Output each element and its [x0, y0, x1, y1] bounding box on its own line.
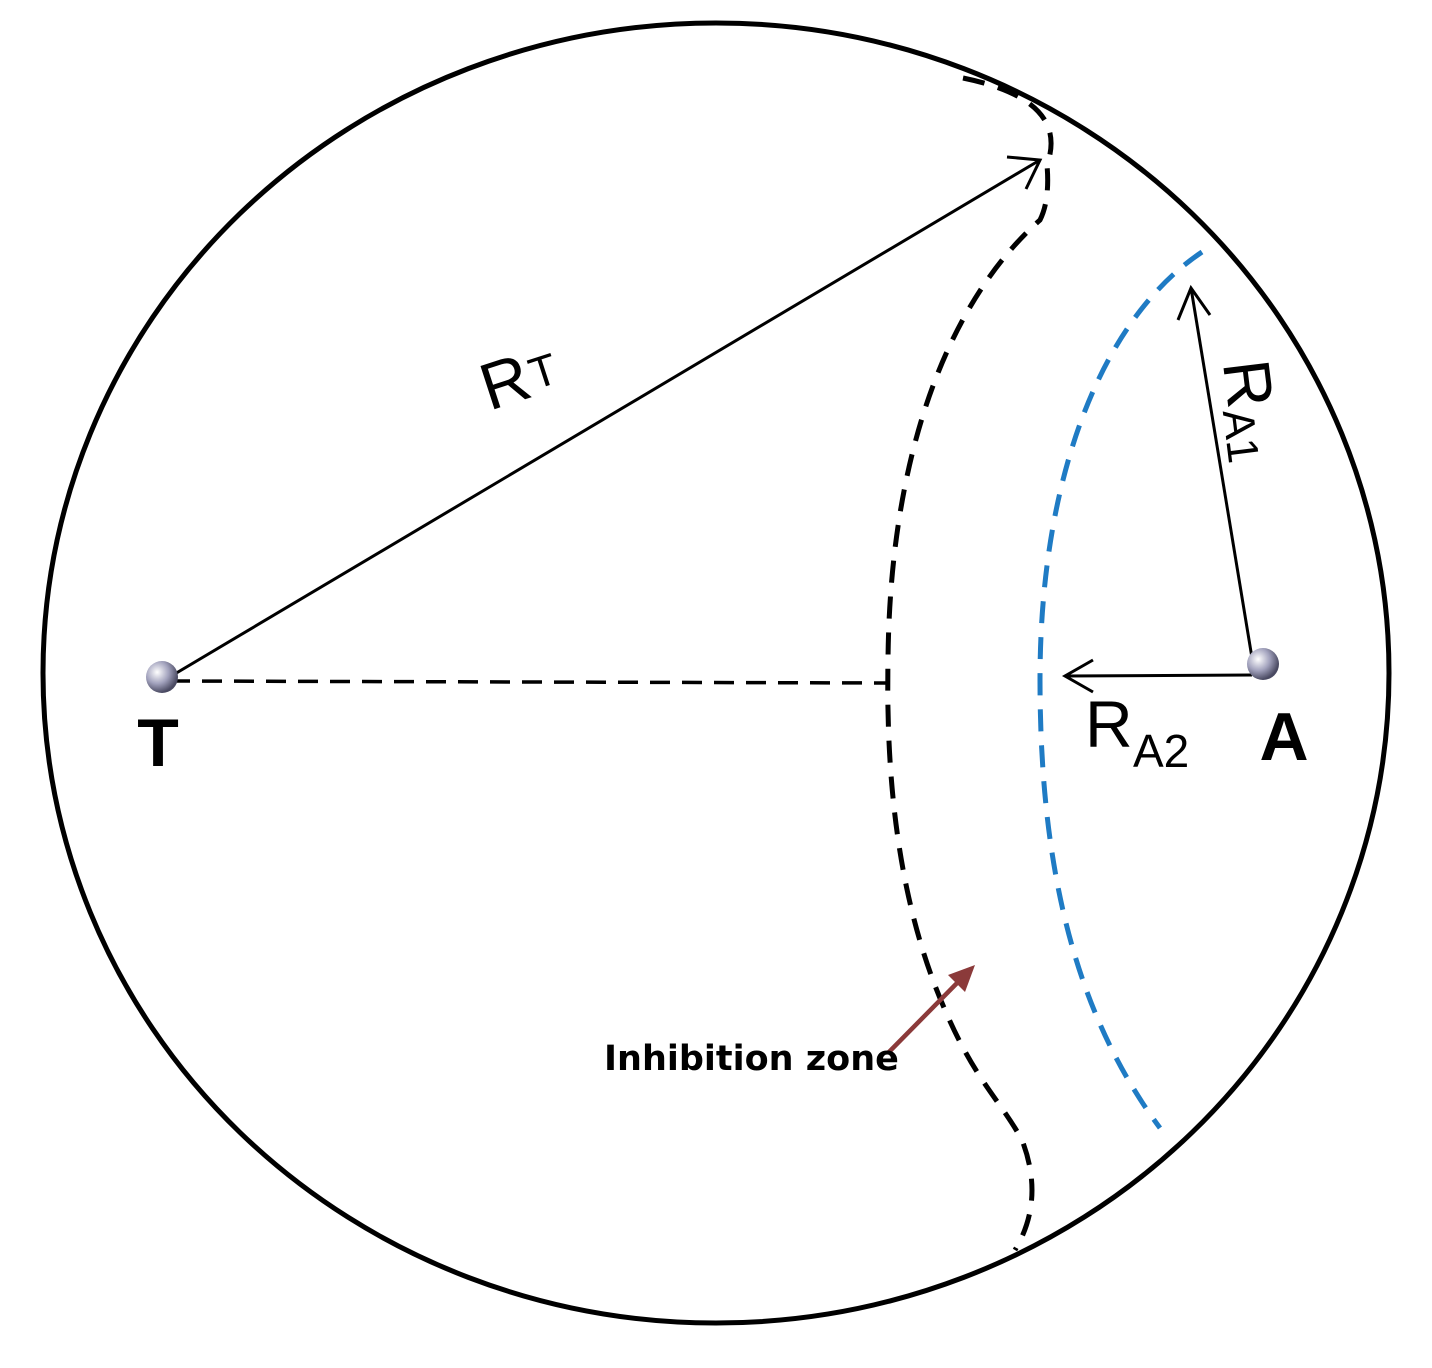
rt-label: R T — [471, 339, 564, 424]
ra2-arrow — [1061, 658, 1253, 694]
svg-text:A1: A1 — [1213, 407, 1268, 466]
point-a-label: A — [1259, 699, 1308, 775]
t-baseline-dashed — [169, 679, 889, 685]
rt-arrow — [167, 155, 1043, 680]
ra1-arrow — [1176, 284, 1255, 665]
ra2-label: R A2 — [1085, 687, 1189, 777]
point-t-label: T — [137, 705, 179, 781]
svg-text:R: R — [1085, 687, 1133, 761]
point-t-marker — [146, 661, 178, 693]
svg-text:A2: A2 — [1133, 725, 1189, 777]
ra1-label: R A1 — [1209, 356, 1288, 466]
inhibition-zone-label: Inhibition zone — [604, 1039, 899, 1079]
a-diffusion-boundary — [1037, 249, 1204, 1130]
svg-text:R: R — [1209, 356, 1288, 412]
inhibition-zone-arrow — [886, 965, 975, 1055]
dish-outline — [40, 20, 1392, 1326]
t-diffusion-boundary — [885, 75, 1054, 1252]
point-a-marker — [1247, 648, 1279, 680]
